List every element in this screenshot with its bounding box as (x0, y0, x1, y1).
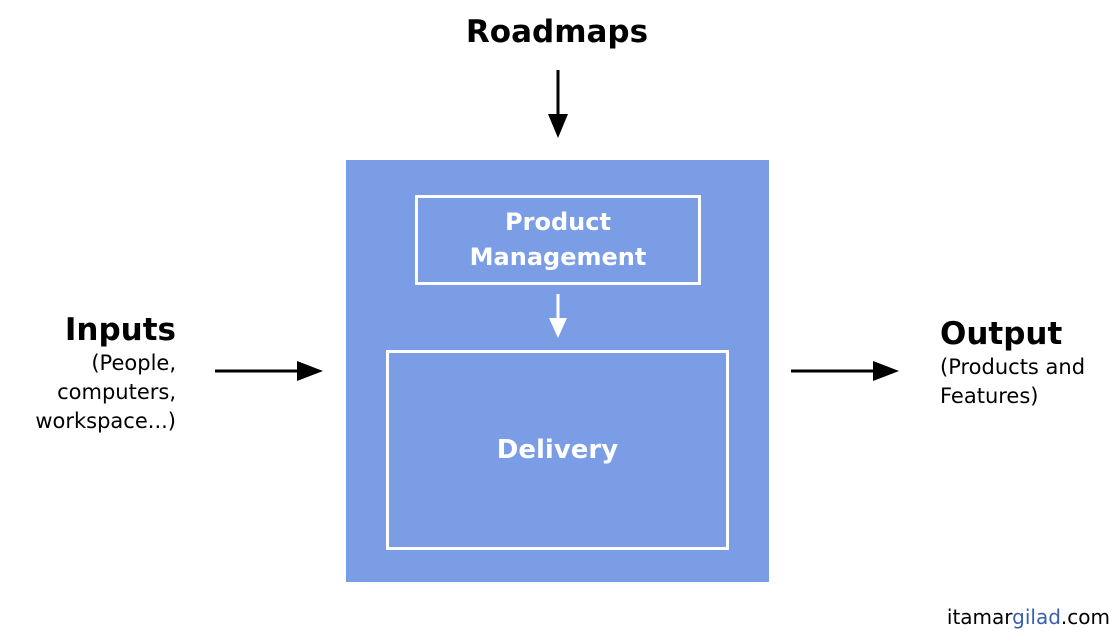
output-title: Output (940, 316, 1063, 352)
output-right-arrow (791, 361, 899, 381)
output-subtitle: (Products and Features) (940, 355, 1086, 408)
product-management-label-line2: Management (469, 243, 647, 271)
inputs-title: Inputs (64, 312, 176, 348)
product-management-box: Product Management (415, 195, 701, 285)
credit-suffix: .com (1060, 605, 1110, 629)
roadmaps-label: Roadmaps (465, 14, 649, 50)
credit-prefix: itamar (946, 605, 1013, 629)
pm-to-delivery-arrow (549, 294, 567, 338)
roadmaps-down-arrow (548, 70, 568, 138)
product-management-label-line1: Product (505, 208, 611, 236)
site-credit: itamargilad.com (920, 602, 1110, 632)
inputs-subtitle: (People, computers, workspace...) (35, 351, 176, 433)
credit-accent: gilad (1012, 605, 1061, 629)
delivery-label: Delivery (496, 435, 619, 465)
delivery-box: Delivery (386, 350, 729, 550)
inputs-right-arrow (215, 361, 323, 381)
